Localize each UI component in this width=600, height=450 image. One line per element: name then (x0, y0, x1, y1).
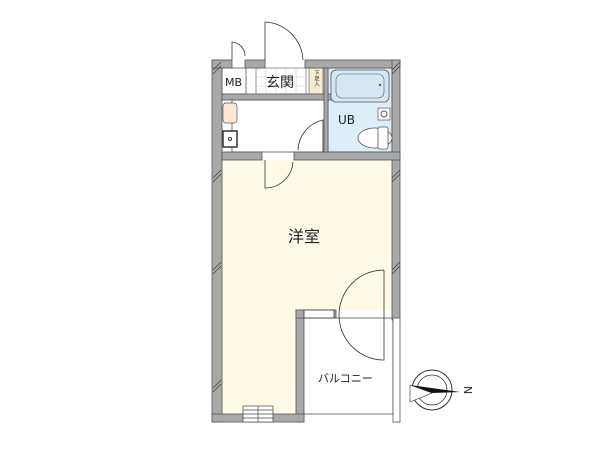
compass-icon (409, 369, 460, 411)
window-marks (212, 61, 401, 393)
mb-label: MB (225, 76, 242, 89)
unit-bath-label: UB (338, 113, 355, 127)
bottom-window (242, 405, 274, 423)
balcony-area (302, 317, 394, 415)
western-room-area (222, 160, 392, 310)
entrance-tile-grid (256, 68, 306, 94)
entrance-area (255, 67, 307, 95)
north-label: N (461, 386, 474, 394)
western-room-label: 洋室 (288, 227, 320, 246)
washbasin-icon (377, 107, 391, 121)
stove-burner-icon (228, 137, 232, 141)
entrance-label: 玄関 (266, 74, 294, 91)
stove-icon (222, 130, 238, 148)
balcony-label: バルコニー (318, 372, 373, 385)
kitchen-area (231, 99, 327, 153)
western-room-lower-area (222, 300, 296, 415)
doors (231, 21, 385, 361)
sink-icon (222, 102, 238, 124)
shoe-storage-label: 下足入 (313, 70, 320, 87)
bathtub-icon (330, 69, 390, 103)
